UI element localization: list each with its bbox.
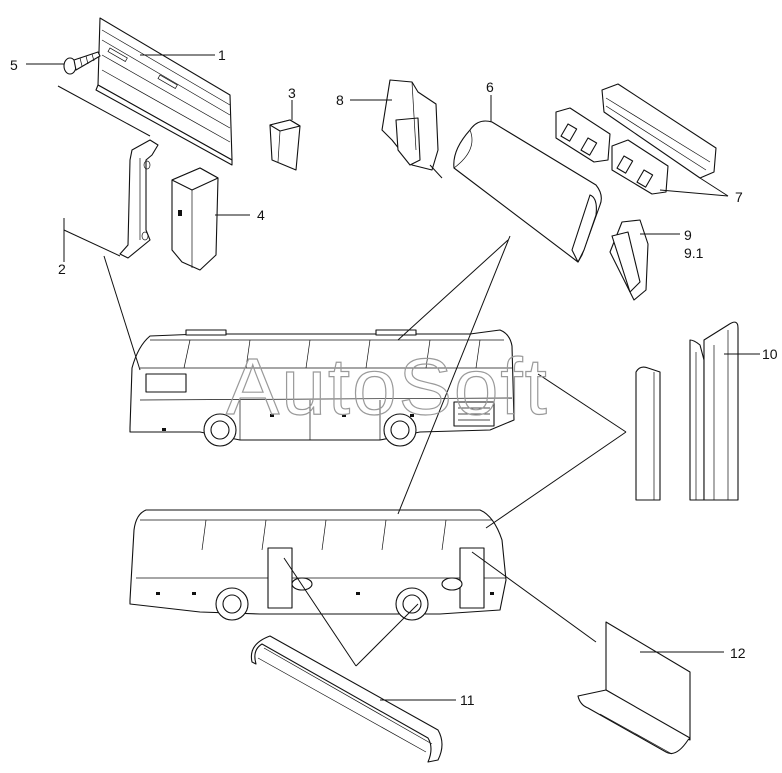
- part-1-profile-rail: [95, 17, 233, 166]
- callout-12: 12: [730, 645, 746, 661]
- part-8-corner-bracket: [350, 79, 443, 179]
- part-11-gutter-channel: [250, 635, 456, 763]
- callout-8: 8: [336, 92, 344, 108]
- callout-7: 7: [735, 189, 743, 205]
- callout-11: 11: [460, 692, 475, 708]
- callout-labels: 1 2 3 4 5 6 7 8 9 9.1 10 11 12: [10, 47, 778, 708]
- part-9-curved-clip: [609, 219, 680, 301]
- callout-4: 4: [257, 207, 265, 223]
- part-6-curved-panel: [453, 95, 602, 263]
- callout-3: 3: [288, 85, 296, 101]
- part-10-vertical-profile: [635, 321, 760, 501]
- callout-10: 10: [762, 346, 778, 362]
- callout-9: 9: [684, 227, 692, 243]
- callout-6: 6: [486, 79, 494, 95]
- callout-2: 2: [58, 261, 66, 277]
- leader-lines: [103, 235, 627, 667]
- watermark: AutoSoft: [226, 342, 549, 431]
- callout-1: 1: [218, 47, 226, 63]
- part-12-l-bracket: [577, 621, 724, 755]
- part-3-clip: [269, 100, 301, 171]
- bus-side-view-upper: [129, 329, 515, 447]
- callout-9-1: 9.1: [684, 245, 704, 261]
- callout-5: 5: [10, 57, 18, 73]
- part-5-screw: [26, 51, 101, 75]
- part-2-corner-trim: [57, 85, 159, 262]
- part-4-end-cap: [171, 167, 250, 271]
- bus-side-view-lower: [129, 509, 507, 621]
- part-7-bracket-set: [555, 83, 729, 197]
